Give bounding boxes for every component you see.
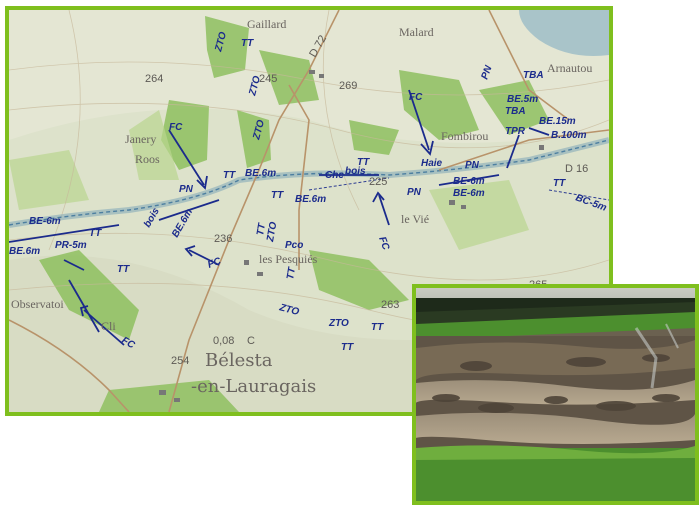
annotation-be6m: BE.6m [9,246,40,257]
place-fombirou: Fombirou [441,129,488,143]
annotation-zto: ZTO [213,31,229,54]
annotation-tt: TT [371,322,384,333]
elevation-label: 225 [369,176,387,188]
scale-note: 0,08 [213,335,234,347]
annotation-tt: TT [255,222,268,237]
annotation-fc: FC [409,92,423,103]
annotation-be6m: BE.6m [245,168,276,179]
place-roos: Roos [135,152,160,166]
annotation-pr5m: PR-5m [55,240,87,251]
annotation-be6m: BE-6m [29,216,61,227]
annotation-pn: PN [479,63,494,81]
annotation-tt: TT [223,170,236,181]
photo-canvas [416,288,695,501]
annotation-b100: B.100m [551,130,587,141]
annotation-pn: PN [179,184,194,195]
place-le-vie: le Vié [401,212,429,226]
place-observatoire: Observatoi [11,297,64,311]
elevation-label: 236 [214,233,232,245]
place-gaillard: Gaillard [247,17,286,31]
elevation-label: 264 [145,73,163,85]
annotation-tt: TT [357,157,370,168]
annotation-tt: TT [241,38,254,49]
annotation-fc: FC [169,122,183,133]
annotation-tt: TT [89,228,102,239]
annotation-tt: TT [117,264,130,275]
place-arnautou: Arnautou [547,61,592,75]
elevation-label: 254 [171,355,189,367]
place-les-pesquies: les Pesquiés [259,252,318,266]
annotation-be15: BE.15m [539,116,576,127]
annotation-tt: TT [553,178,566,189]
annotation-haie: Haie [421,158,443,169]
annotation-tt: TT [271,190,284,201]
road-label-d16: D 16 [565,163,588,175]
annotation-bois: bois [345,166,366,177]
annotation-pn: PN [465,160,480,171]
annotation-zto: ZTO [328,318,349,329]
place-malard: Malard [399,25,434,39]
annotation-zto: ZTO [247,75,263,98]
annotation-tba: TBA [505,106,526,117]
flooded-field-photo [412,284,699,505]
annotation-zto: ZTO [251,119,267,142]
buildings [159,70,544,402]
flow-arrows [9,89,550,346]
place-belesta-lauragais: -en-Lauragais [191,376,316,397]
annotation-zto: ZTO [265,221,279,244]
annotation-tt: TT [285,266,298,281]
annotation-be6m: BE-6m [453,188,485,199]
place-belesta: Bélesta [205,350,273,371]
annotation-fc: FC [206,256,223,271]
annotation-pco: Pco [285,240,303,251]
elevation-label: 269 [339,80,357,92]
place-cli: Cli [101,319,116,333]
annotation-fc: FC [376,235,391,252]
annotation-tpr: TPR [505,126,526,137]
elevation-label: 245 [259,73,277,85]
annotation-zto: ZTO [277,302,300,318]
annotation-tba: TBA [523,70,544,81]
annotation-be6m: BE-6m [453,176,485,187]
elevation-label: 263 [381,299,399,311]
annotation-be6m: BE.6m [295,194,326,205]
place-janery: Janery [125,132,156,146]
scale-letter: C [247,335,255,347]
annotation-tt: TT [341,342,354,353]
annotation-che: Che [325,170,344,181]
annotation-be5m: BE.5m [507,94,538,105]
annotation-pn: PN [407,187,422,198]
